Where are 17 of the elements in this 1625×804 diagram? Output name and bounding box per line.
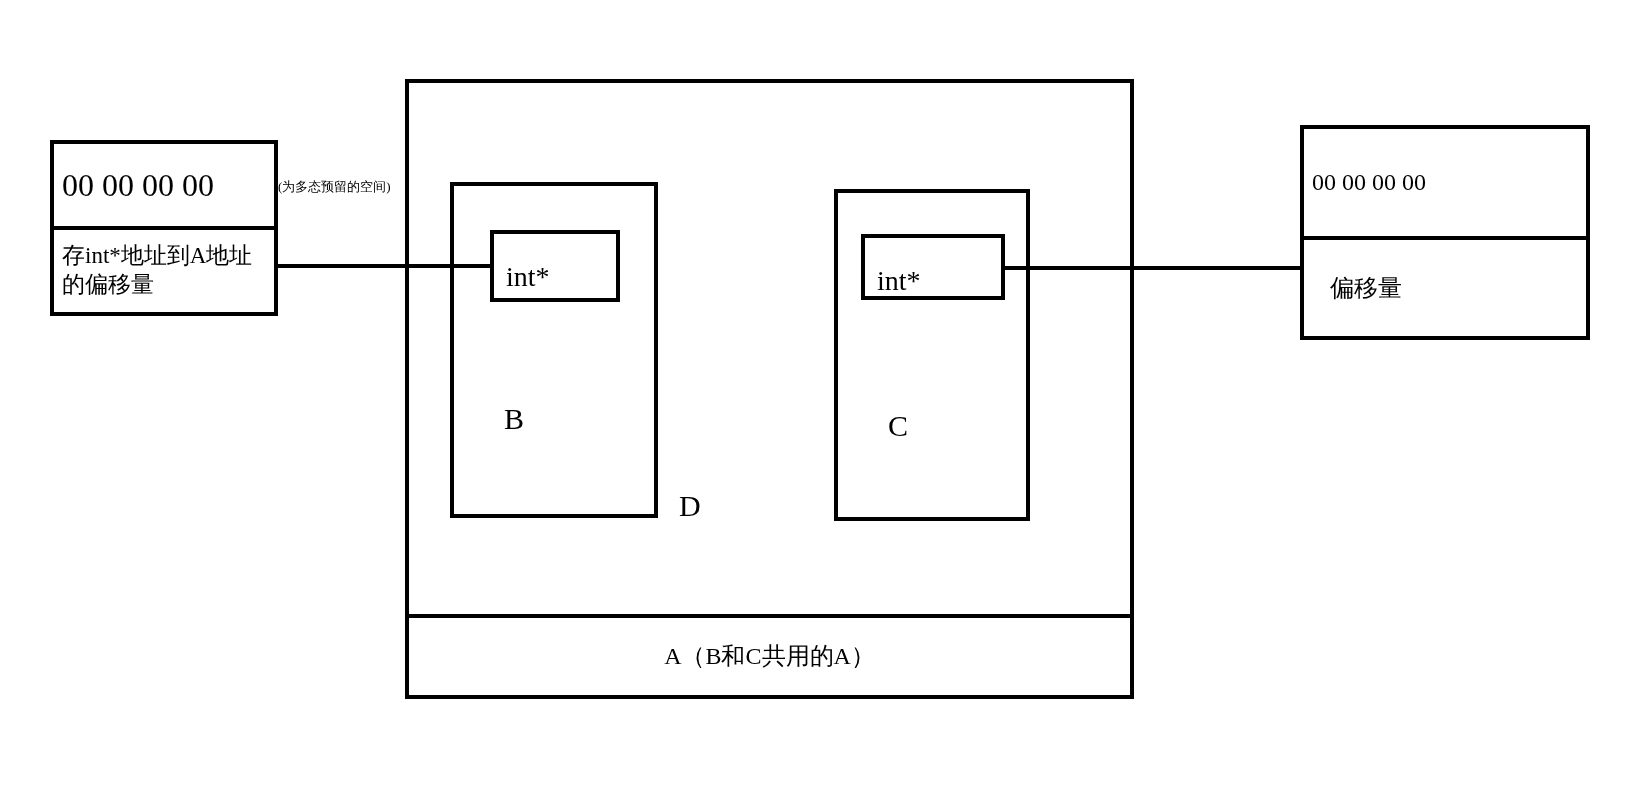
box-label: D: [679, 488, 701, 524]
box-label: C: [888, 408, 908, 444]
box-label: 00 00 00 00: [1312, 168, 1426, 197]
pointer-box: [490, 230, 620, 302]
box-label: 存int*地址到A地址的偏移量: [62, 242, 254, 299]
note-text: (为多态预留的空间): [278, 177, 391, 196]
box-label: int*: [877, 264, 921, 298]
box-label: B: [504, 401, 524, 437]
class-box: [834, 189, 1030, 521]
connector-line: [1005, 266, 1300, 270]
pointer-box: [861, 234, 1005, 300]
box-label: A（B和C共用的A）: [664, 642, 875, 671]
box-label: 偏移量: [1330, 273, 1402, 303]
class-box: [450, 182, 658, 518]
box-label: 00 00 00 00: [62, 165, 214, 205]
box-label: int*: [506, 260, 550, 294]
connector-line: [278, 264, 490, 268]
